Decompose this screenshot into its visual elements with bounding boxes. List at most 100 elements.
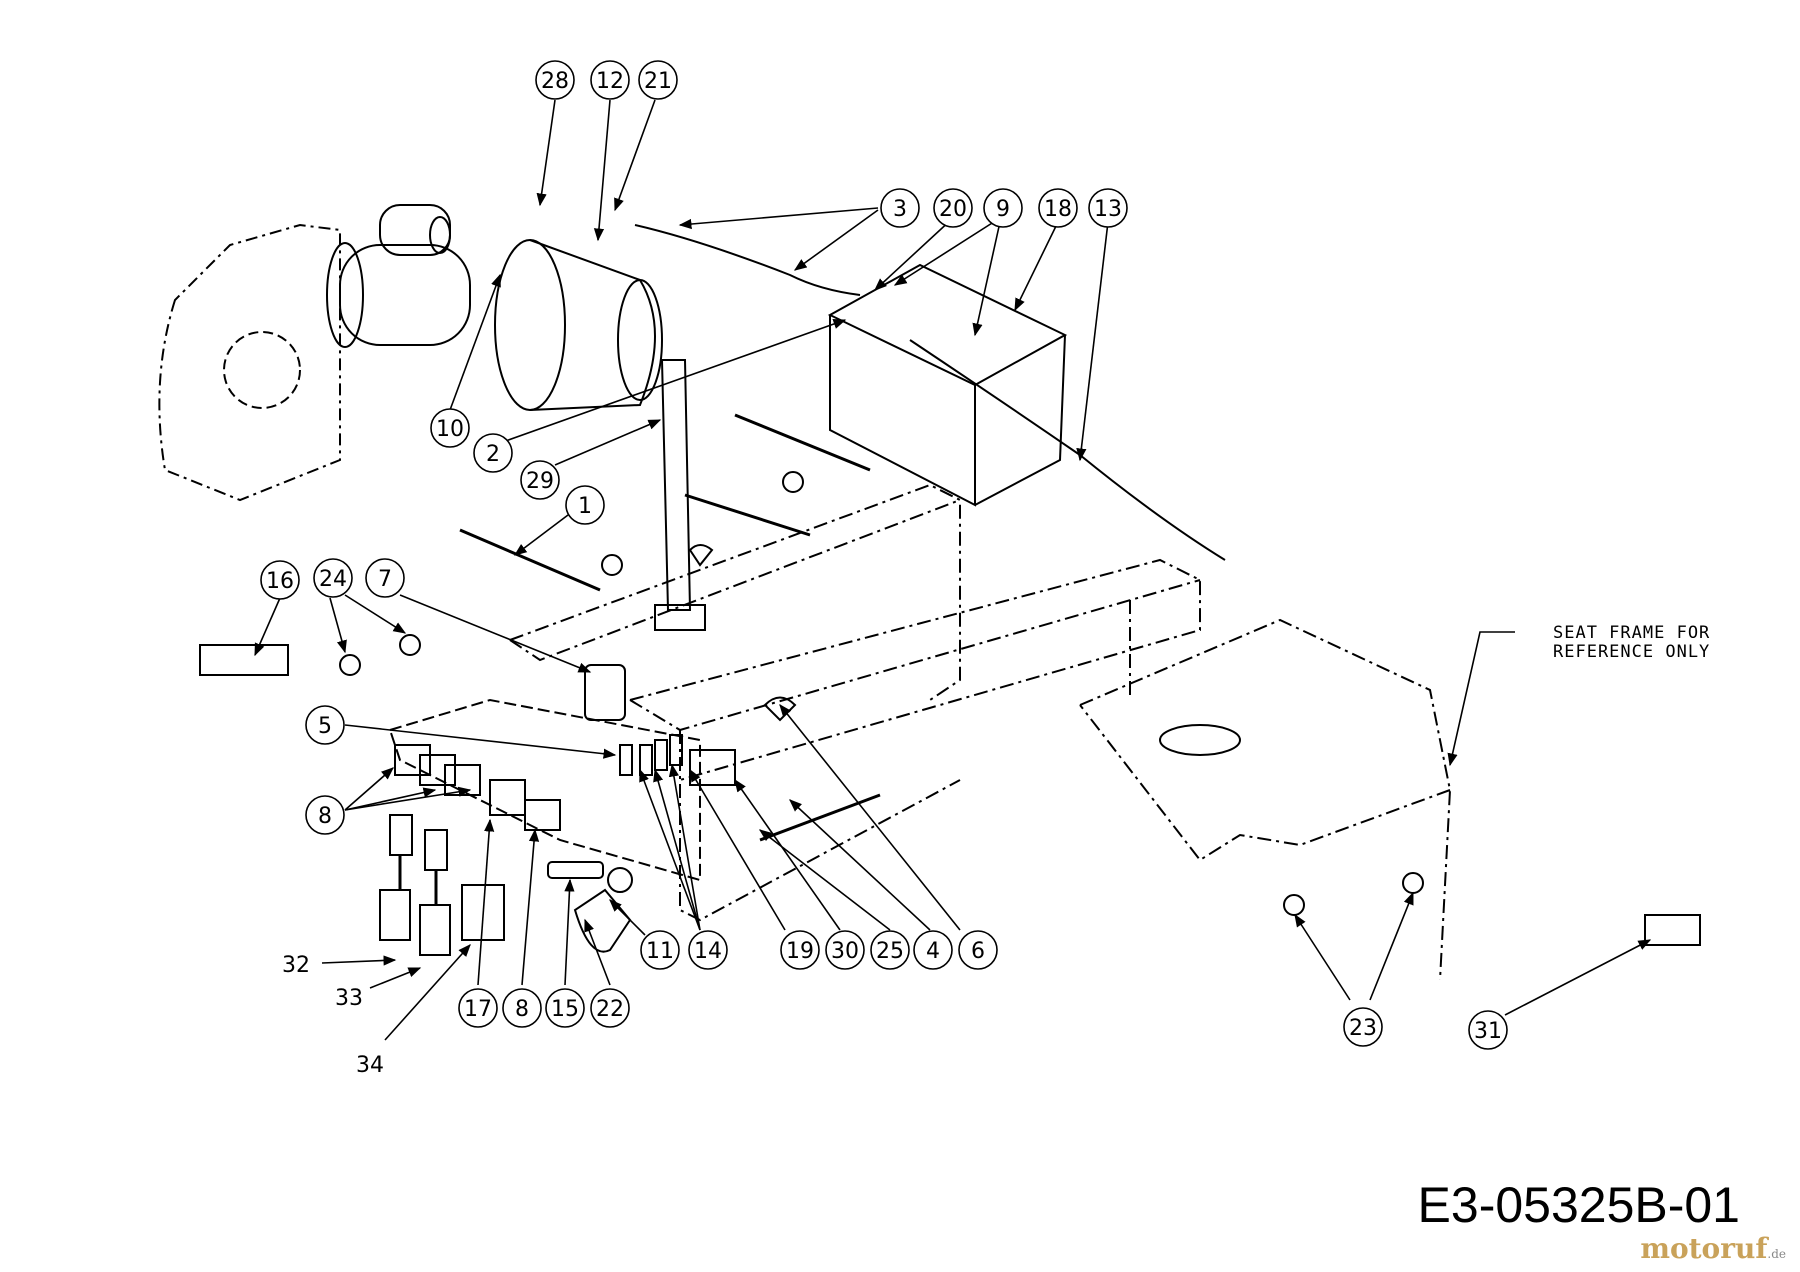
callout-8-bottom: 8 bbox=[502, 988, 542, 1028]
callout-14: 14 bbox=[688, 930, 728, 970]
svg-text:24: 24 bbox=[319, 567, 347, 592]
screw-1 bbox=[601, 554, 623, 576]
watermark-logo: motoruf.de bbox=[1640, 1232, 1786, 1265]
callout-15: 15 bbox=[545, 988, 585, 1028]
svg-text:4: 4 bbox=[926, 939, 940, 964]
callout-4: 4 bbox=[913, 930, 953, 970]
callout-9: 9 bbox=[983, 188, 1023, 228]
label-32: 32 bbox=[282, 953, 310, 978]
cable-tie-2 bbox=[734, 413, 871, 472]
leader-16 bbox=[254, 597, 281, 657]
svg-text:20: 20 bbox=[939, 197, 967, 222]
callout-10: 10 bbox=[430, 408, 470, 448]
motor-housing bbox=[494, 239, 663, 411]
hold-down-rod bbox=[660, 359, 692, 611]
grommet-15 bbox=[547, 861, 604, 879]
leader-8c bbox=[344, 786, 472, 811]
callout-12: 12 bbox=[590, 60, 630, 100]
callout-19: 19 bbox=[780, 930, 820, 970]
svg-text:6: 6 bbox=[971, 939, 985, 964]
control-panel-plate bbox=[388, 698, 701, 882]
leader-1 bbox=[513, 514, 569, 556]
svg-text:5: 5 bbox=[318, 714, 332, 739]
leader-23b bbox=[1369, 891, 1414, 1001]
cable-tie-1 bbox=[459, 528, 601, 592]
svg-text:8: 8 bbox=[515, 997, 529, 1022]
callout-31: 31 bbox=[1468, 1010, 1508, 1050]
leader-24a bbox=[329, 597, 347, 654]
watermark-tld: .de bbox=[1767, 1247, 1786, 1261]
leader-15 bbox=[564, 878, 575, 986]
switch-7 bbox=[584, 664, 626, 721]
callout-16: 16 bbox=[260, 560, 300, 600]
callout-3: 3 bbox=[880, 188, 920, 228]
note-line-1: SEAT FRAME FOR bbox=[1553, 623, 1710, 643]
svg-text:3: 3 bbox=[893, 197, 907, 222]
leader-22 bbox=[584, 918, 611, 986]
plain-labels: 32 33 34 bbox=[282, 953, 384, 1078]
leader-3b bbox=[793, 209, 879, 271]
svg-text:16: 16 bbox=[266, 569, 294, 594]
svg-text:25: 25 bbox=[876, 939, 904, 964]
svg-text:30: 30 bbox=[831, 939, 859, 964]
svg-text:7: 7 bbox=[378, 567, 392, 592]
callout-13: 13 bbox=[1088, 188, 1128, 228]
leader-28 bbox=[536, 99, 556, 207]
push-pin-top bbox=[688, 544, 714, 567]
svg-text:1: 1 bbox=[578, 494, 592, 519]
callout-8-left: 8 bbox=[305, 795, 345, 835]
screw-29 bbox=[782, 471, 804, 493]
svg-text:12: 12 bbox=[596, 69, 624, 94]
svg-text:18: 18 bbox=[1044, 197, 1072, 222]
svg-text:21: 21 bbox=[644, 69, 672, 94]
svg-text:29: 29 bbox=[526, 469, 554, 494]
ground-cable bbox=[909, 339, 1226, 561]
switch-31 bbox=[1644, 914, 1701, 946]
svg-text:28: 28 bbox=[541, 69, 569, 94]
label-33: 33 bbox=[335, 986, 363, 1011]
svg-text:14: 14 bbox=[694, 939, 722, 964]
callout-28: 28 bbox=[535, 60, 575, 100]
leader-19 bbox=[689, 768, 786, 931]
leader-32 bbox=[321, 955, 397, 966]
connector-16 bbox=[199, 644, 289, 676]
svg-text:13: 13 bbox=[1094, 197, 1122, 222]
leader-14c bbox=[668, 763, 701, 931]
drawing-code: E3-05325B-01 bbox=[1417, 1177, 1740, 1233]
svg-text:2: 2 bbox=[486, 442, 500, 467]
leader-24b bbox=[344, 594, 407, 634]
leader-23a bbox=[1294, 913, 1351, 1001]
svg-text:19: 19 bbox=[786, 939, 814, 964]
leader-20 bbox=[874, 217, 954, 291]
leader-9b bbox=[972, 221, 1001, 337]
leader-18 bbox=[1014, 221, 1059, 312]
note-line-2: REFERENCE ONLY bbox=[1553, 642, 1710, 662]
svg-text:9: 9 bbox=[996, 197, 1010, 222]
callout-1: 1 bbox=[565, 485, 605, 525]
leader-25 bbox=[758, 829, 891, 931]
leader-14a bbox=[639, 768, 701, 931]
leader-14b bbox=[653, 768, 701, 931]
leader-11 bbox=[609, 899, 646, 936]
starter-motor bbox=[326, 204, 471, 348]
leader-31 bbox=[1504, 939, 1652, 1016]
leader-4 bbox=[789, 799, 931, 931]
battery bbox=[827, 263, 1068, 507]
callout-2: 2 bbox=[473, 433, 513, 473]
callout-22: 22 bbox=[590, 988, 630, 1028]
leader-lines bbox=[254, 99, 1652, 1041]
leader-7 bbox=[399, 594, 592, 673]
leader-12 bbox=[593, 99, 611, 242]
svg-text:23: 23 bbox=[1349, 1016, 1377, 1041]
engine-plate bbox=[158, 223, 341, 502]
screw-24b bbox=[399, 634, 421, 656]
relay-group bbox=[394, 744, 561, 831]
clip-23a bbox=[1283, 894, 1305, 916]
push-pin-6 bbox=[763, 696, 797, 722]
leader-8b bbox=[344, 787, 437, 811]
leader-29 bbox=[554, 419, 662, 466]
leader-8a bbox=[344, 767, 394, 811]
seat-frame-note: SEAT FRAME FOR REFERENCE ONLY bbox=[1553, 623, 1710, 662]
